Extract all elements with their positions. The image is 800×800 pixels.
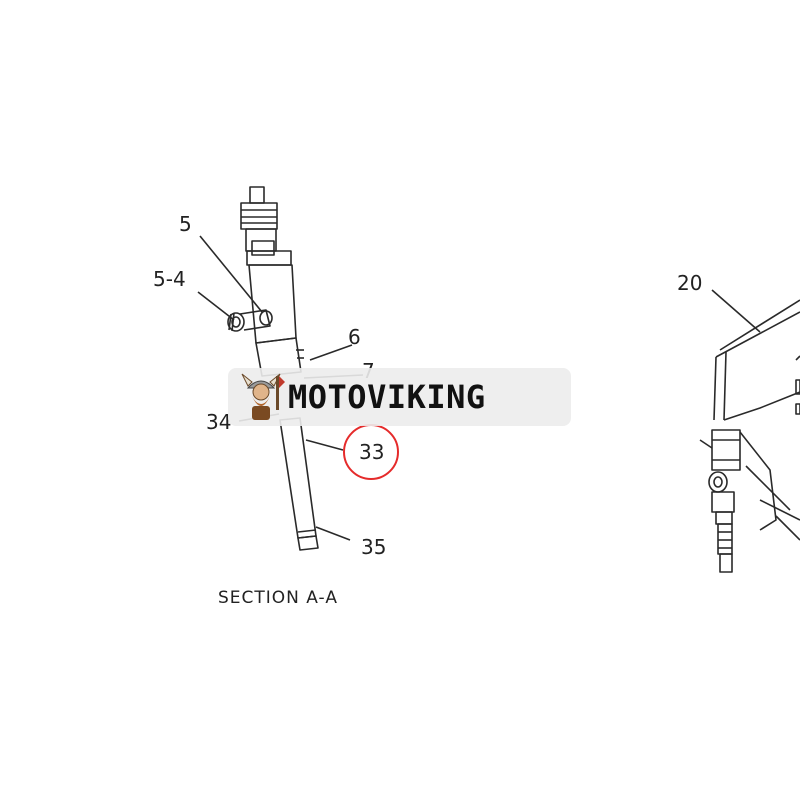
viking-mascot-icon: [241, 373, 285, 420]
callout-5: 5: [179, 212, 192, 236]
bracket-20-drawing: [699, 289, 800, 573]
callout-35: 35: [361, 535, 387, 559]
highlight-ring: [343, 424, 399, 480]
callout-6: 6: [348, 325, 361, 349]
top-nut-drawing: [240, 186, 278, 256]
callout-20: 20: [677, 271, 703, 295]
watermark-banner: MOTOVIKING: [228, 368, 571, 426]
section-title: SECTION A-A: [218, 588, 338, 608]
callout-5-4: 5-4: [153, 267, 186, 291]
tube-33-drawing: [279, 417, 319, 551]
fitting-5-drawing: [227, 309, 273, 332]
injector-body-drawing: [246, 250, 304, 377]
callout-34: 34: [206, 410, 232, 434]
brand-name: MOTOVIKING: [288, 378, 486, 416]
